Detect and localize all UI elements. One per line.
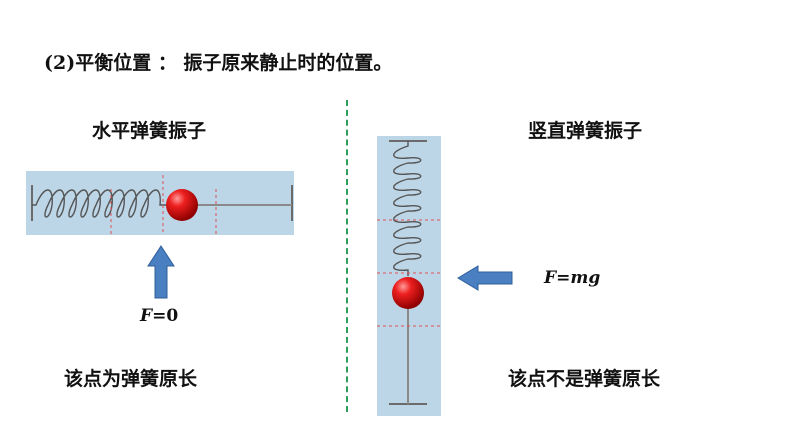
force-value: =0 [152,306,179,326]
vertical-spring [393,141,422,276]
force-symbol-right: F [544,268,557,288]
horizontal-caption: 该点为弹簧原长 [64,368,198,390]
horizontal-oscillator-figure [26,171,294,235]
vertical-caption: 该点不是弹簧原长 [508,368,661,390]
horizontal-spring [32,189,168,218]
force-zero-label: F=0 [140,306,178,326]
oscillator-ball [166,189,198,221]
force-mg-label: F=mg [544,268,600,288]
force-equals: = [556,268,571,288]
divider-line [346,100,348,412]
vertical-oscillator-heading: 竖直弹簧振子 [528,120,643,142]
up-arrow-icon [147,245,175,299]
vertical-oscillator-figure [377,136,441,416]
force-expression: mg [570,268,601,288]
slide-title: (2)平衡位置 ： 振子原来静止时的位置。 [44,52,393,74]
horizontal-oscillator-heading: 水平弹簧振子 [92,120,207,142]
vertical-oscillator-ball [392,277,424,309]
force-symbol: F [140,306,153,326]
left-arrow-icon [457,265,513,291]
